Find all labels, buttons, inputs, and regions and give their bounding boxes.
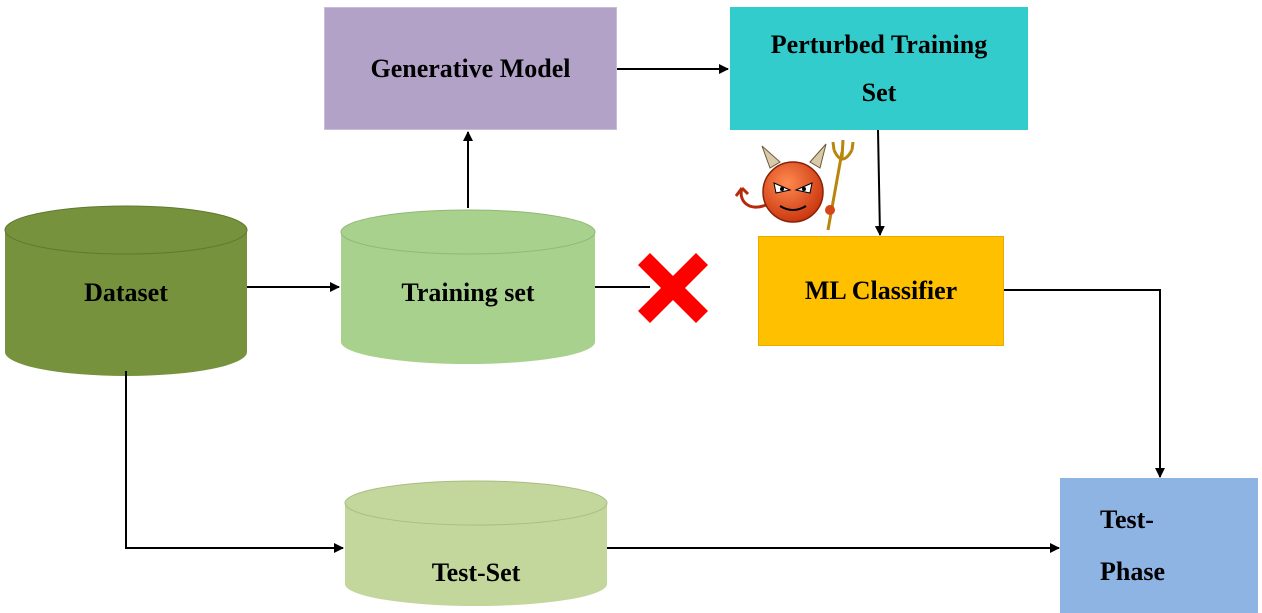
- arrow-dataset-to-test-set: [125, 371, 344, 553]
- perturbed-training-set-label-line1: Perturbed Training: [770, 29, 988, 59]
- devil-icon: [728, 136, 860, 232]
- arrow-classifier-to-test-phase: [1003, 289, 1165, 478]
- training-set-cylinder: [340, 209, 596, 364]
- test-set-label: Test-Set: [431, 558, 521, 587]
- red-x-icon: [637, 252, 709, 324]
- test-set-cylinder: [344, 480, 608, 606]
- perturbed-training-set-label-line2: Set: [861, 77, 897, 107]
- dataset-cylinder: [4, 205, 248, 376]
- ml-classifier-label: ML Classifier: [804, 276, 958, 305]
- perturbed-training-set-box: Perturbed Training Set: [730, 7, 1028, 130]
- arrow-perturbed-to-classifier: [874, 129, 885, 236]
- dataset-label: Dataset: [84, 278, 168, 307]
- ml-classifier-box: ML Classifier: [758, 236, 1004, 346]
- generative-model-box: Generative Model: [324, 7, 617, 130]
- generative-model-label: Generative Model: [370, 53, 571, 83]
- training-set-label: Training set: [401, 278, 535, 307]
- test-phase-label-line2: Phase: [1100, 556, 1165, 586]
- test-phase-label-line1: Test-: [1100, 504, 1154, 534]
- test-phase-box: Test- Phase: [1060, 478, 1258, 613]
